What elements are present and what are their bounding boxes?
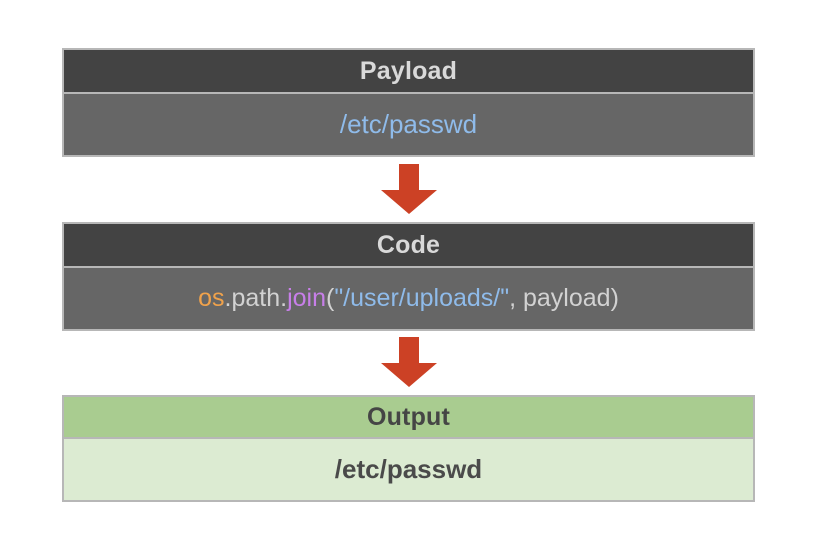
output-value: /etc/passwd (334, 454, 483, 484)
payload-box-header: Payload (64, 50, 753, 94)
payload-box: Payload /etc/passwd (62, 48, 755, 157)
output-box-title: Output (366, 402, 451, 431)
code-box-header: Code (64, 224, 753, 268)
code-token: , payload (509, 284, 611, 312)
output-box-body: /etc/passwd (64, 439, 753, 500)
code-box-title: Code (376, 230, 441, 259)
down-arrow-icon (381, 337, 437, 387)
down-arrow-shape (381, 164, 437, 214)
payload-value: /etc/passwd (339, 109, 478, 139)
code-box: Code os.path.join("/user/uploads/", payl… (62, 222, 755, 331)
down-arrow-shape (381, 337, 437, 387)
payload-box-body: /etc/passwd (64, 94, 753, 155)
code-box-body: os.path.join("/user/uploads/", payload) (64, 268, 753, 329)
output-box-header: Output (64, 397, 753, 439)
code-token: ( (325, 284, 335, 312)
code-token: ) (610, 284, 619, 312)
code-token: "/user/uploads/" (334, 284, 510, 312)
code-token: .path. (224, 284, 288, 312)
code-expression: os.path.join("/user/uploads/", payload) (198, 284, 619, 313)
output-box: Output /etc/passwd (62, 395, 755, 502)
down-arrow-icon (381, 164, 437, 214)
code-token: os (198, 284, 225, 312)
code-token: join (287, 284, 326, 312)
payload-box-title: Payload (359, 56, 458, 85)
